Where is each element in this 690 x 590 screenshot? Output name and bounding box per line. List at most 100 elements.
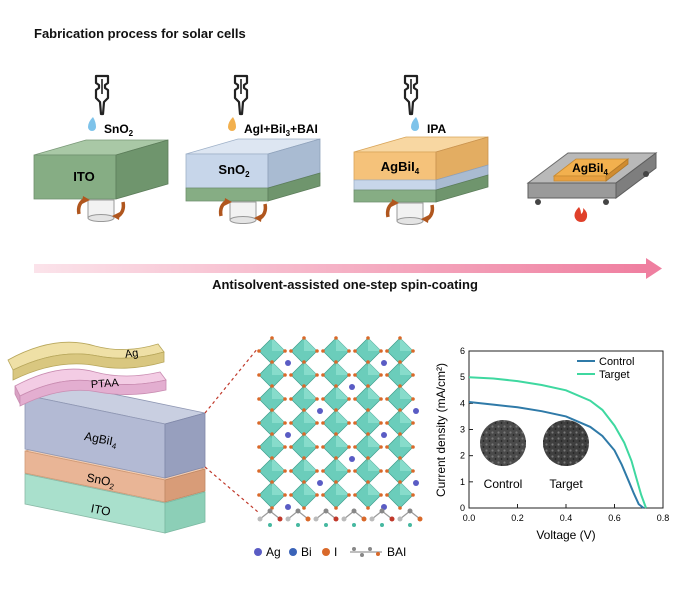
octahedron-icon bbox=[321, 360, 355, 390]
step-1: SnO2 ITO bbox=[33, 74, 169, 224]
droplet-icon bbox=[88, 117, 96, 131]
layer-label: AgBiI4 bbox=[381, 159, 420, 176]
y-tick-label: 0 bbox=[460, 503, 465, 513]
y-axis: 0 1 2 3 4 5 6 bbox=[460, 346, 473, 513]
stack-agbii4: AgBiI4 bbox=[24, 383, 206, 479]
bai-molecule bbox=[369, 508, 395, 527]
y-tick-label: 1 bbox=[460, 477, 465, 487]
stack-label: PTAA bbox=[90, 377, 119, 391]
series-line-control bbox=[468, 401, 645, 509]
inset-label: Control bbox=[484, 477, 523, 491]
substrate-ito: ITO bbox=[33, 139, 169, 200]
substrate-sno2: SnO2 bbox=[185, 138, 321, 202]
octahedron-icon bbox=[289, 336, 319, 366]
octahedron-icon bbox=[257, 480, 291, 510]
x-tick-label: 0.2 bbox=[511, 513, 524, 523]
process-arrow-label: Antisolvent-assisted one-step spin-coati… bbox=[212, 277, 478, 292]
layer-label: AgBiI4 bbox=[572, 161, 608, 177]
octahedron-icon bbox=[257, 336, 291, 366]
ag-atom-icon bbox=[254, 548, 262, 556]
octahedron-icon bbox=[353, 432, 383, 462]
legend-i: I bbox=[334, 545, 337, 559]
substrate-agbii4: AgBiI4 bbox=[353, 136, 489, 203]
bai-layer bbox=[257, 508, 423, 527]
y-tick-label: 4 bbox=[460, 398, 465, 408]
octahedron-icon bbox=[321, 480, 351, 510]
device-stack: ITO SnO2 AgBiI4 PTAA Ag bbox=[7, 341, 206, 534]
step-3: IPA AgBiI4 bbox=[353, 74, 489, 227]
legend-bi: Bi bbox=[301, 545, 312, 559]
series-lines bbox=[468, 376, 647, 509]
octahedron-icon bbox=[385, 456, 419, 486]
x-tick-label: 0.4 bbox=[560, 513, 573, 523]
octahedron-icon bbox=[321, 456, 351, 486]
bai-molecule-icon bbox=[350, 547, 382, 557]
bai-molecule bbox=[341, 508, 367, 527]
legend-ag: Ag bbox=[266, 545, 281, 559]
crystal-structure: Ag Bi I BAI bbox=[254, 336, 423, 559]
octahedron-icon bbox=[353, 408, 387, 438]
step-1-solution: SnO2 bbox=[104, 122, 134, 138]
octahedron-icon bbox=[289, 480, 319, 510]
y-tick-label: 2 bbox=[460, 451, 465, 461]
arrow-head-icon bbox=[646, 258, 662, 279]
octahedron-icon bbox=[257, 408, 291, 438]
inset-control: Control bbox=[480, 420, 526, 491]
series-line-target bbox=[468, 376, 647, 509]
stack-ptaa: PTAA bbox=[14, 368, 167, 407]
octahedron-icon bbox=[353, 480, 387, 510]
y-tick-label: 5 bbox=[460, 372, 465, 382]
droplet-icon bbox=[228, 117, 236, 131]
layer-label: SnO2 bbox=[218, 162, 250, 179]
flame-icon bbox=[574, 207, 588, 222]
x-tick-label: 0.0 bbox=[463, 513, 476, 523]
atom-legend: Ag Bi I BAI bbox=[254, 545, 406, 559]
x-axis: 0.0 0.2 0.4 0.6 0.8 bbox=[463, 504, 670, 523]
bai-molecule bbox=[313, 508, 339, 527]
step-3-solution: IPA bbox=[427, 122, 446, 136]
bi-atom-icon bbox=[289, 548, 297, 556]
step-2: AgI+BiI3+BAI SnO2 bbox=[185, 74, 321, 226]
x-axis-label: Voltage (V) bbox=[536, 528, 595, 542]
y-tick-label: 6 bbox=[460, 346, 465, 356]
stack-label: Ag bbox=[124, 347, 139, 361]
layer-label: ITO bbox=[73, 169, 94, 184]
legend-label: Control bbox=[599, 356, 634, 368]
bai-molecule bbox=[285, 508, 311, 527]
stack-label: ITO bbox=[90, 501, 112, 519]
stack-label: AgBiI4 bbox=[83, 429, 119, 451]
octahedron-icon bbox=[289, 408, 319, 438]
y-axis-label: Current density (mA/cm²) bbox=[434, 363, 448, 497]
bai-molecule bbox=[257, 508, 283, 527]
fabrication-steps: SnO2 ITO AgI+BiI3+BAI SnO2 IPA bbox=[33, 74, 662, 279]
inset-target: Target bbox=[543, 420, 589, 491]
octahedron-icon bbox=[385, 336, 415, 366]
stack-label: SnO2 bbox=[85, 470, 117, 491]
y-tick-label: 3 bbox=[460, 425, 465, 435]
octahedron-icon bbox=[385, 480, 415, 510]
octahedron-icon bbox=[353, 336, 387, 366]
droplet-icon bbox=[411, 117, 419, 131]
x-tick-label: 0.6 bbox=[608, 513, 621, 523]
stack-ag: Ag bbox=[7, 341, 165, 381]
octahedron-icon bbox=[321, 384, 351, 414]
jv-chart: 0.0 0.2 0.4 0.6 0.8 0 1 2 3 4 5 6 Control Target C… bbox=[434, 346, 670, 542]
inset-label: Target bbox=[549, 477, 583, 491]
legend-label: Target bbox=[599, 369, 630, 381]
octahedron-icon bbox=[257, 360, 287, 390]
octahedron-icon bbox=[289, 456, 323, 486]
octahedron-icon bbox=[385, 408, 415, 438]
hot-plate: AgBiI4 bbox=[526, 152, 658, 205]
octahedron-icon bbox=[321, 432, 355, 462]
i-atom-icon bbox=[322, 548, 330, 556]
octahedron-icon bbox=[385, 384, 419, 414]
octahedron-icon bbox=[289, 384, 323, 414]
process-arrow bbox=[34, 264, 646, 273]
legend-bai: BAI bbox=[387, 545, 406, 559]
figure-title: Fabrication process for solar cells bbox=[34, 26, 246, 41]
x-tick-label: 0.8 bbox=[657, 513, 670, 523]
step-4: AgBiI4 bbox=[526, 152, 658, 222]
bai-molecule bbox=[397, 508, 423, 527]
